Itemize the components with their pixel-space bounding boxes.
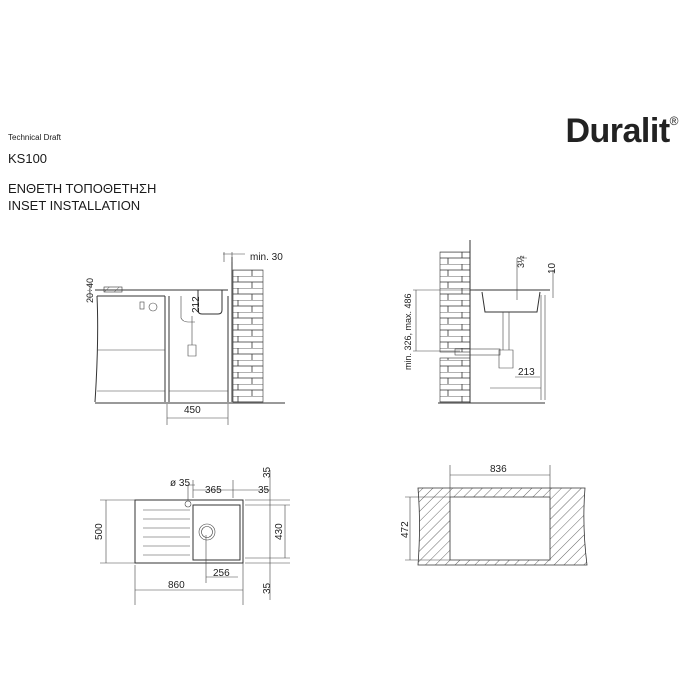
dim-bowl-depth-top: 430 bbox=[274, 523, 285, 540]
dim-waste-size: 3½ bbox=[516, 255, 526, 268]
dim-cutout-width: 836 bbox=[490, 464, 507, 475]
dim-cutout-depth: 472 bbox=[400, 521, 411, 538]
dim-bowl-depth: 212 bbox=[191, 296, 202, 313]
top-view: ø 35 365 35 35 35 500 430 256 860 bbox=[94, 466, 290, 605]
dim-overall-depth: 500 bbox=[94, 523, 105, 540]
dim-edge-top: 35 bbox=[262, 466, 273, 478]
title-greek: ΕΝΘΕΤΗ ΤΟΠΟΘΕΤΗΣΗ bbox=[8, 181, 157, 196]
dim-cabinet-width: 450 bbox=[184, 405, 201, 416]
side-view-left: 450 min. 30 212 20÷40 bbox=[85, 252, 285, 425]
brand-name: Duralit bbox=[565, 112, 670, 150]
cutout-view: 836 472 bbox=[400, 464, 588, 566]
registered-mark: ® bbox=[669, 114, 679, 128]
dim-overall-width: 860 bbox=[168, 580, 185, 591]
brand-logo: Duralit® bbox=[565, 112, 678, 151]
dim-wall-gap: min. 30 bbox=[250, 252, 283, 263]
dim-drain-offset-top: 256 bbox=[213, 568, 230, 579]
doc-type-label: Technical Draft bbox=[8, 133, 61, 142]
side-view-right: min. 326, max. 486 3½ 10 213 bbox=[403, 240, 558, 404]
dim-edge-right: 35 bbox=[258, 485, 270, 496]
dim-bowl-width: 365 bbox=[205, 485, 222, 496]
dim-edge-bottom: 35 bbox=[262, 582, 273, 594]
dim-tap-hole: ø 35 bbox=[170, 478, 190, 489]
dim-drain-offset-side: 213 bbox=[518, 367, 535, 378]
dim-rim: 10 bbox=[547, 262, 558, 274]
dim-drain-height: min. 326, max. 486 bbox=[403, 293, 413, 370]
model-code: KS100 bbox=[8, 151, 48, 166]
dim-counter-thickness: 20÷40 bbox=[85, 278, 95, 303]
title-english: INSET INSTALLATION bbox=[8, 198, 141, 213]
